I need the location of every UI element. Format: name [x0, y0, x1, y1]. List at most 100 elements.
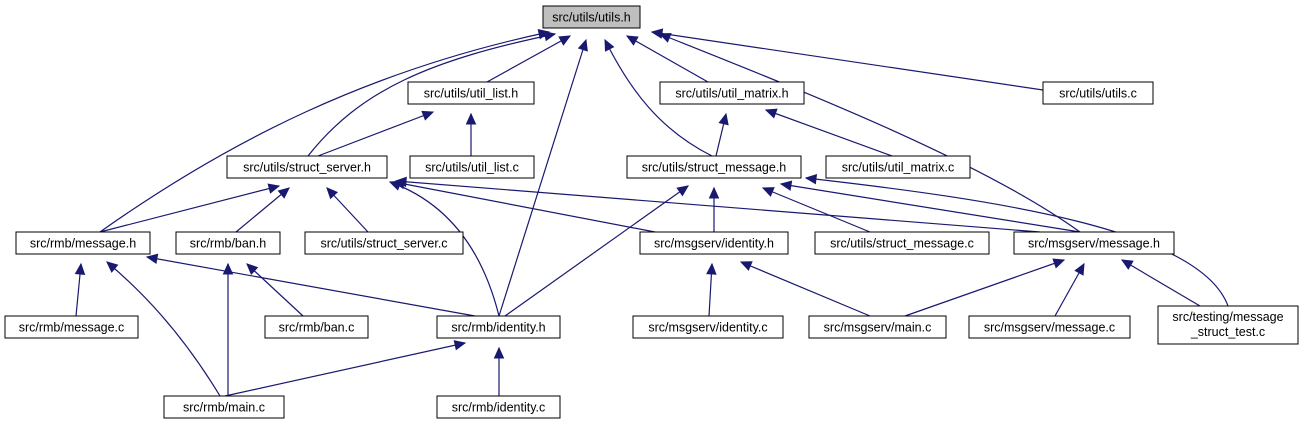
node-label: src/utils/util_matrix.c	[842, 161, 955, 175]
arrowhead	[537, 29, 551, 40]
file-node-struct-server-h[interactable]: src/utils/struct_server.h	[226, 155, 388, 179]
file-node-struct-server-c[interactable]: src/utils/struct_server.c	[304, 231, 464, 255]
file-node-msgserv-main-c[interactable]: src/msgserv/main.c	[808, 315, 947, 339]
file-node-utils-h[interactable]: src/utils/utils.h	[542, 5, 641, 29]
arrowhead	[577, 38, 588, 52]
edge-struct-server-h-to-util-list-h	[317, 110, 435, 157]
node-box	[436, 395, 561, 419]
arrowhead	[421, 110, 435, 121]
node-box	[542, 5, 641, 29]
edge-util-matrix-c-to-util-matrix-h	[764, 108, 893, 157]
edge-rmb-identity-h-to-utils-h	[498, 38, 588, 317]
edge-util-list-h-to-utils-h	[486, 35, 572, 83]
file-node-util-list-c[interactable]: src/utils/util_list.c	[409, 155, 535, 179]
node-label: src/utils/utils.c	[1059, 87, 1137, 101]
node-box	[304, 231, 464, 255]
arrowhead	[246, 263, 259, 276]
edge-rmb-message-c-to-rmb-message-h	[74, 262, 86, 317]
file-node-struct-message-c[interactable]: src/utils/struct_message.c	[814, 231, 990, 255]
arrowhead	[326, 187, 339, 200]
node-box	[825, 155, 971, 179]
file-node-struct-message-h[interactable]: src/utils/struct_message.h	[626, 155, 802, 179]
node-box	[808, 315, 947, 339]
arrowhead	[1120, 259, 1134, 270]
file-node-rmb-message-c[interactable]: src/rmb/message.c	[4, 315, 139, 339]
node-label: src/rmb/message.c	[19, 321, 125, 335]
node-box	[226, 155, 388, 179]
file-node-msgserv-message-c[interactable]: src/msgserv/message.c	[968, 315, 1131, 339]
node-label: src/msgserv/identity.h	[654, 237, 774, 251]
arrowhead	[453, 340, 467, 351]
node-label: src/utils/utils.h	[552, 11, 631, 25]
arrowhead	[465, 112, 477, 125]
node-box	[632, 315, 784, 339]
node-label: src/msgserv/message.h	[1028, 237, 1160, 251]
edge-util-list-c-to-util-list-h	[465, 112, 477, 156]
arrowhead	[493, 346, 505, 359]
node-label: src/msgserv/message.c	[984, 321, 1115, 335]
edge-rmb-identity-h-to-struct-message-h	[504, 185, 689, 317]
node-box	[264, 315, 369, 339]
arrowhead	[761, 187, 775, 197]
node-label: src/utils/struct_server.h	[243, 161, 371, 175]
node-label: src/utils/struct_server.c	[320, 237, 447, 251]
edge-rmb-main-c-to-rmb-message-h	[106, 261, 221, 397]
node-box	[626, 155, 802, 179]
arrowhead	[394, 176, 407, 188]
file-node-rmb-ban-c[interactable]: src/rmb/ban.c	[264, 315, 369, 339]
edge-struct-message-h-to-utils-h	[604, 38, 713, 157]
node-label: src/utils/util_matrix.h	[675, 87, 788, 101]
node-label: src/utils/struct_message.h	[642, 161, 787, 175]
edge-rmb-main-c-to-rmb-identity-h	[224, 340, 467, 397]
edge-msgserv-message-h-to-struct-server-h	[394, 176, 1041, 233]
file-node-msgserv-message-h[interactable]: src/msgserv/message.h	[1013, 231, 1175, 255]
edge-msgserv-identity-c-to-msgserv-identity-h	[706, 262, 717, 317]
node-box	[814, 231, 990, 255]
arrowhead	[708, 186, 720, 199]
arrowhead	[676, 185, 689, 197]
edge-testing-test-c-to-msgserv-message-h	[1120, 259, 1201, 307]
file-node-msgserv-identity-h[interactable]: src/msgserv/identity.h	[639, 231, 789, 255]
edge-msgserv-main-c-to-msgserv-identity-h	[739, 261, 871, 317]
file-node-rmb-ban-h[interactable]: src/rmb/ban.h	[175, 231, 281, 255]
file-node-testing-test-c[interactable]: src/testing/message_struct_test.c	[1157, 305, 1299, 345]
edge-util-matrix-h-to-utils-h	[625, 35, 709, 83]
node-box	[1157, 305, 1299, 345]
node-box	[409, 155, 535, 179]
arrowhead	[145, 253, 159, 265]
edge-rmb-identity-c-to-rmb-identity-h	[493, 346, 505, 396]
file-node-msgserv-identity-c[interactable]: src/msgserv/identity.c	[632, 315, 784, 339]
file-node-util-list-h[interactable]: src/utils/util_list.h	[407, 81, 535, 105]
node-label: _struct_test.c	[1190, 325, 1265, 339]
arrowhead	[739, 261, 753, 271]
arrowhead	[718, 112, 729, 126]
arrowhead	[706, 262, 717, 275]
edge-msgserv-identity-h-to-struct-message-h	[708, 186, 720, 232]
node-box	[1042, 81, 1154, 105]
arrowhead	[764, 108, 778, 119]
edge-struct-message-h-to-util-matrix-h	[715, 112, 729, 157]
edge-rmb-message-h-to-struct-server-h	[99, 183, 281, 233]
node-box	[15, 231, 151, 255]
arrowhead	[658, 32, 672, 43]
edge-struct-server-c-to-struct-server-h	[326, 187, 369, 233]
edge-rmb-identity-h-to-rmb-message-h	[145, 253, 476, 317]
file-node-rmb-message-h[interactable]: src/rmb/message.h	[15, 231, 151, 255]
file-node-rmb-identity-c[interactable]: src/rmb/identity.c	[436, 395, 561, 419]
node-box	[659, 81, 805, 105]
edge-rmb-main-c-to-rmb-ban-h	[222, 262, 234, 396]
arrowhead	[222, 262, 234, 275]
arrowhead	[779, 180, 793, 191]
edge-msgserv-message-h-to-struct-message-h	[779, 180, 1081, 233]
file-node-util-matrix-c[interactable]: src/utils/util_matrix.c	[825, 155, 971, 179]
node-label: src/rmb/ban.h	[190, 237, 266, 251]
file-node-util-matrix-h[interactable]: src/utils/util_matrix.h	[659, 81, 805, 105]
node-label: src/rmb/ban.c	[279, 321, 355, 335]
node-label: src/utils/util_list.c	[425, 161, 519, 175]
file-node-rmb-main-c[interactable]: src/rmb/main.c	[163, 395, 285, 419]
edge-utils-c-to-utils-h	[650, 28, 1044, 91]
file-node-utils-c[interactable]: src/utils/utils.c	[1042, 81, 1154, 105]
file-node-rmb-identity-h[interactable]: src/rmb/identity.h	[436, 315, 561, 339]
node-label: src/utils/struct_message.c	[830, 237, 974, 251]
